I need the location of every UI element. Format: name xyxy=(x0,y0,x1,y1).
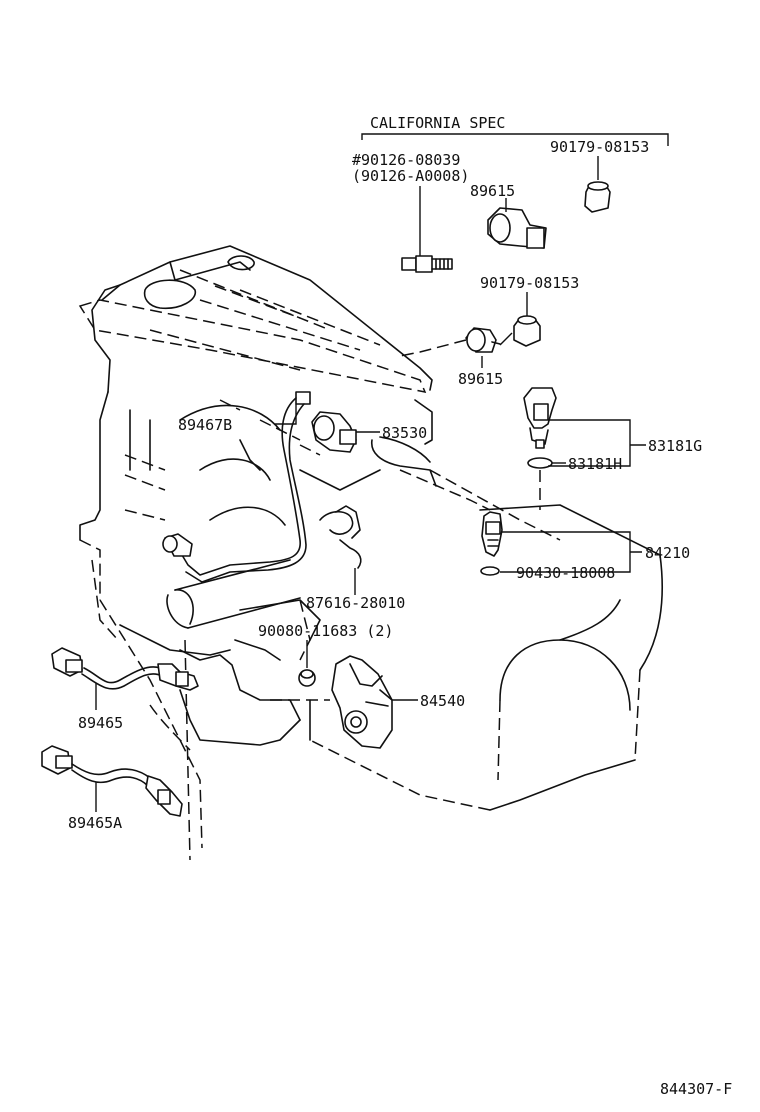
label-84210: 84210 xyxy=(645,544,690,562)
label-90126-a0008: (90126-A0008) xyxy=(352,167,469,185)
california-spec-bracket xyxy=(361,133,669,146)
nut-top-part xyxy=(584,181,611,213)
label-90430-18008: 90430-18008 xyxy=(516,564,615,582)
label-83181g: 83181G xyxy=(648,437,702,455)
label-90179-08153-top: 90179-08153 xyxy=(550,138,649,156)
stud-bolt-part xyxy=(401,255,453,273)
leader-lines xyxy=(95,156,646,812)
neutral-start-switch-part xyxy=(331,655,393,749)
label-83181h: 83181H xyxy=(568,455,622,473)
label-89465: 89465 xyxy=(78,714,123,732)
label-89615-mid: 89615 xyxy=(458,370,503,388)
label-84540: 84540 xyxy=(420,692,465,710)
label-87616-28010: 87616-28010 xyxy=(306,594,405,612)
air-fuel-sensor-part xyxy=(162,391,311,583)
label-90179-08153-mid: 90179-08153 xyxy=(480,274,579,292)
figure-code: 844307-F xyxy=(660,1080,732,1098)
knock-sensor-mid-part xyxy=(465,327,501,353)
speed-sensor-part xyxy=(523,387,557,449)
label-90080-11683: 90080-11683 (2) xyxy=(258,622,393,640)
bolt-90080-part xyxy=(298,669,316,687)
nut-mid-part xyxy=(513,315,541,347)
knock-sensor-top-part xyxy=(487,207,547,249)
temperature-switch-part xyxy=(311,411,357,453)
engine-block-outline xyxy=(78,245,664,861)
label-89467b: 89467B xyxy=(178,416,232,434)
clamp-part xyxy=(319,505,362,569)
oxygen-sensor-89465-part xyxy=(51,647,199,691)
oxygen-sensor-89465a-part xyxy=(41,745,183,817)
label-83530: 83530 xyxy=(382,424,427,442)
label-89465a: 89465A xyxy=(68,814,122,832)
label-90126-08039: #90126-08039 xyxy=(352,151,460,169)
oil-pressure-switch-part xyxy=(481,511,503,557)
california-spec-title: CALIFORNIA SPEC xyxy=(370,114,505,132)
label-89615-top: 89615 xyxy=(470,182,515,200)
gasket-part xyxy=(480,566,500,576)
